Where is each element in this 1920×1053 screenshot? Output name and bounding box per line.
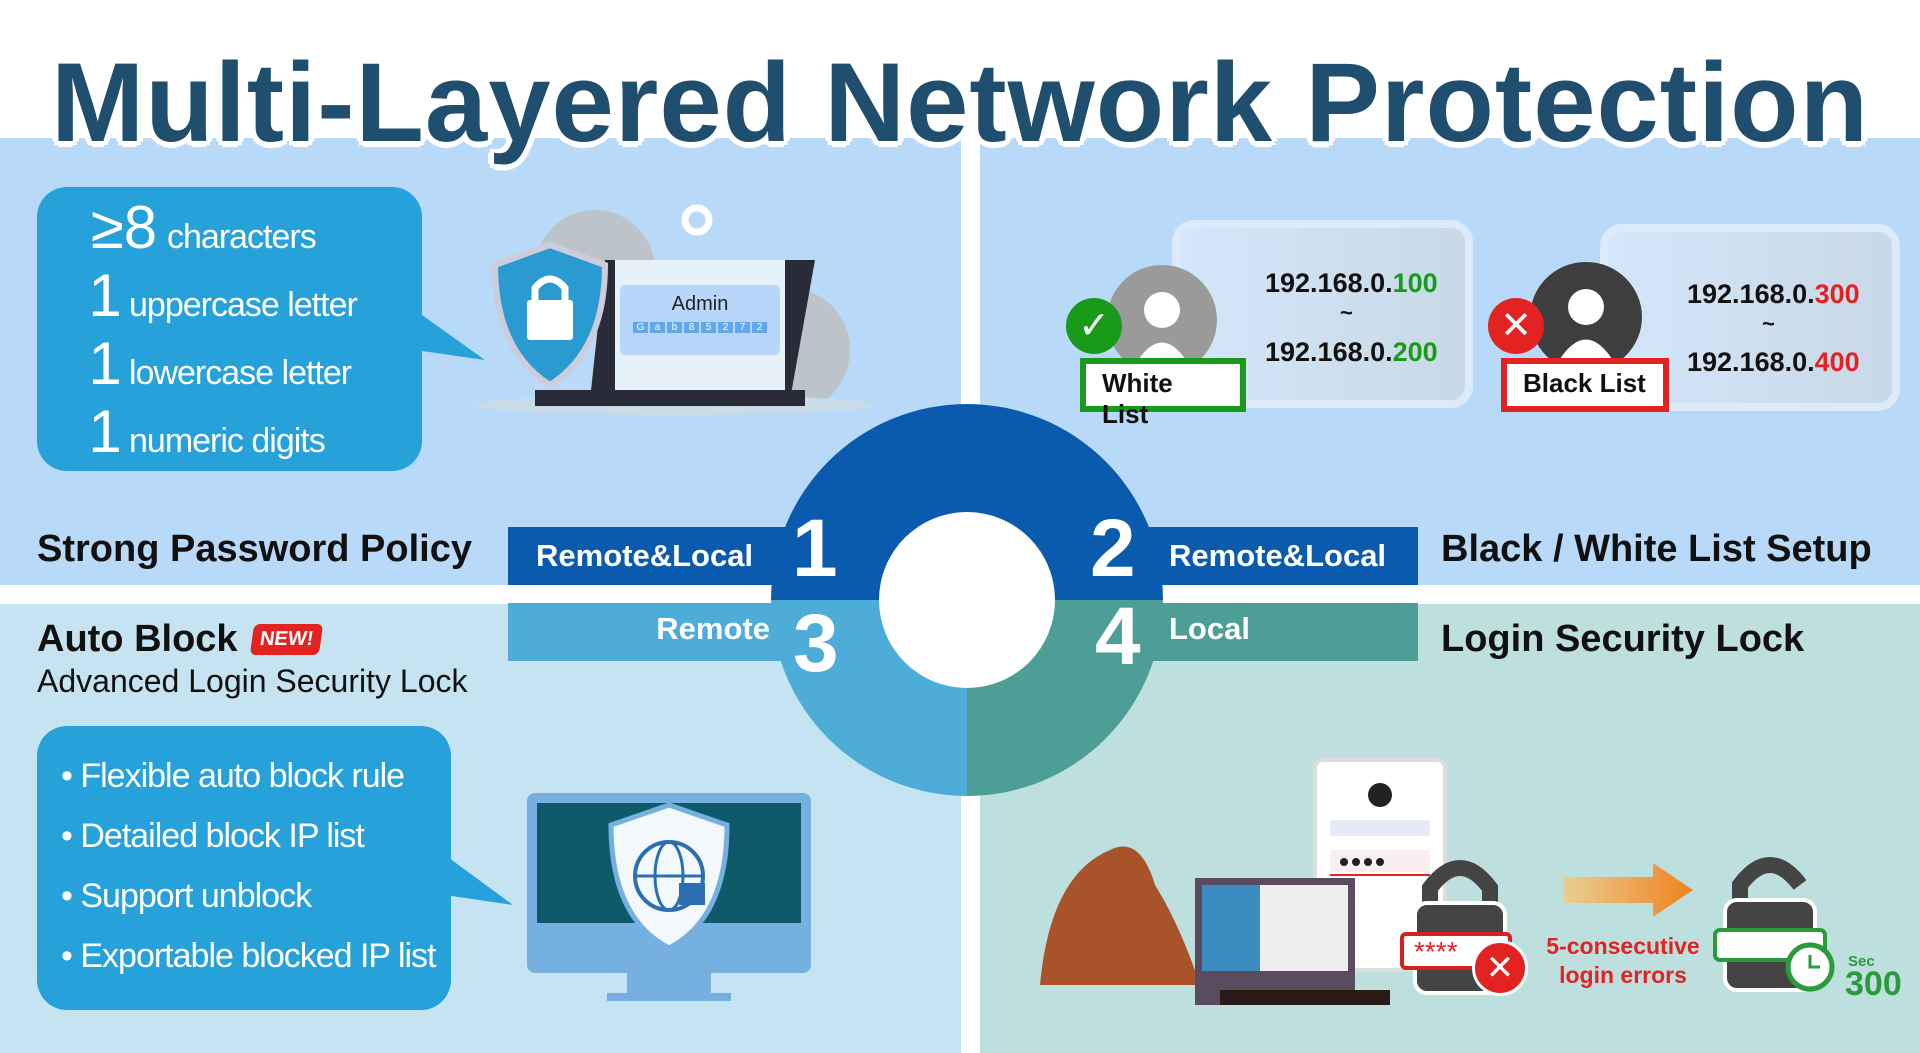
admin-label: Admin: [671, 293, 729, 315]
timer-unit: Sec: [1848, 953, 1875, 970]
rule-text: numeric digits: [129, 422, 326, 460]
scope-bar-2: Remote&Local: [1100, 527, 1418, 585]
bullet-item: • Exportable blocked IP list: [61, 936, 437, 975]
white-list-ip-start: 192.168.0.100: [1265, 268, 1438, 299]
ip-prefix: 192.168.0.: [1687, 279, 1815, 309]
section-number-4: 4: [1095, 591, 1141, 682]
heading-login-security-lock: Login Security Lock: [1441, 618, 1805, 660]
error-text-line2: login errors: [1559, 962, 1687, 988]
password-keys: G a b 8 5 2 7 2: [620, 322, 780, 333]
rule-text: uppercase letter: [129, 286, 358, 324]
key: 2: [718, 322, 733, 333]
timer-value: 300: [1845, 965, 1902, 1003]
scope-label-3: Remote: [656, 611, 770, 646]
heading-auto-block: Auto Block: [37, 618, 238, 660]
rule-count: 1: [88, 398, 122, 465]
bullet-text: Exportable blocked IP list: [80, 936, 436, 975]
page-title: Multi-Layered Network Protection: [50, 40, 1870, 165]
bullet-text: Flexible auto block rule: [80, 756, 405, 795]
rule-text: characters: [167, 218, 317, 256]
subheading-auto-block: Advanced Login Security Lock: [37, 663, 468, 699]
rule-count: 1: [88, 330, 122, 397]
error-text: 5-consecutive login errors: [1538, 932, 1708, 990]
black-list-ip-start: 192.168.0.300: [1687, 279, 1860, 310]
bullet-item: • Detailed block IP list: [61, 816, 365, 855]
shield-lock-icon: [491, 241, 609, 389]
rule-count: 1: [88, 262, 122, 329]
white-list-user-icon: [1107, 265, 1217, 375]
black-list-ip-end: 192.168.0.400: [1687, 347, 1860, 378]
auto-block-bubble: • Flexible auto block rule • Detailed bl…: [37, 726, 451, 1010]
arrow-right-icon: [1563, 863, 1693, 917]
check-icon: ✓: [1066, 298, 1122, 354]
scope-bar-1: Remote&Local: [508, 527, 838, 585]
white-list-label: White List: [1080, 358, 1246, 429]
bullet-text: Support unblock: [80, 876, 312, 915]
scope-label-1: Remote&Local: [536, 538, 754, 573]
section-number-2: 2: [1090, 503, 1136, 594]
key: G: [633, 322, 648, 333]
ip-prefix: 192.168.0.: [1265, 337, 1393, 367]
key: 7: [735, 322, 750, 333]
laptop-illustration: Admin G a b 8 5 2 7 2: [475, 190, 875, 415]
ip-suffix: 200: [1392, 337, 1438, 367]
ip-suffix: 100: [1392, 268, 1438, 298]
key: 2: [752, 322, 767, 333]
bullet-item: • Support unblock: [61, 876, 312, 915]
ip-prefix: 192.168.0.: [1265, 268, 1393, 298]
key: 8: [684, 322, 699, 333]
black-list-separator: ~: [1762, 311, 1775, 336]
section-number-3: 3: [793, 598, 839, 689]
heading-strong-password-policy: Strong Password Policy: [37, 528, 472, 570]
scope-bar-3: Remote: [508, 603, 838, 661]
white-list-separator: ~: [1340, 300, 1353, 325]
error-text-line1: 5-consecutive: [1546, 933, 1700, 959]
rule-count: ≥8: [90, 194, 158, 261]
x-icon: ✕: [1488, 298, 1544, 354]
bubble-pointer: [415, 310, 485, 360]
new-badge: NEW!: [249, 624, 324, 655]
section-number-1: 1: [792, 503, 838, 594]
scope-label-4: Local: [1169, 611, 1250, 646]
unlocked-padlock-timer-icon: [1713, 857, 1835, 992]
bubble-pointer: [445, 855, 513, 905]
bullet-text: Detailed block IP list: [80, 816, 365, 855]
key: a: [650, 322, 665, 333]
hacker-computer-illustration: [1040, 758, 1447, 1005]
key: 5: [701, 322, 716, 333]
key: b: [667, 322, 682, 333]
scope-label-2: Remote&Local: [1169, 538, 1387, 573]
white-list-ip-end: 192.168.0.200: [1265, 337, 1438, 368]
monitor-shield-globe-icon: [527, 793, 811, 1001]
error-x-icon: ✕: [1472, 940, 1528, 996]
admin-login-box: Admin G a b 8 5 2 7 2: [620, 285, 780, 355]
ip-suffix: 300: [1814, 279, 1860, 309]
ip-prefix: 192.168.0.: [1687, 347, 1815, 377]
black-list-label: Black List: [1501, 358, 1669, 412]
ip-suffix: 400: [1814, 347, 1860, 377]
scope-bar-4: Local: [1100, 603, 1418, 661]
black-list-user-icon: [1530, 262, 1642, 372]
heading-black-white-list: Black / White List Setup: [1441, 528, 1872, 570]
rule-text: lowercase letter: [129, 354, 352, 392]
bullet-item: • Flexible auto block rule: [61, 756, 405, 795]
